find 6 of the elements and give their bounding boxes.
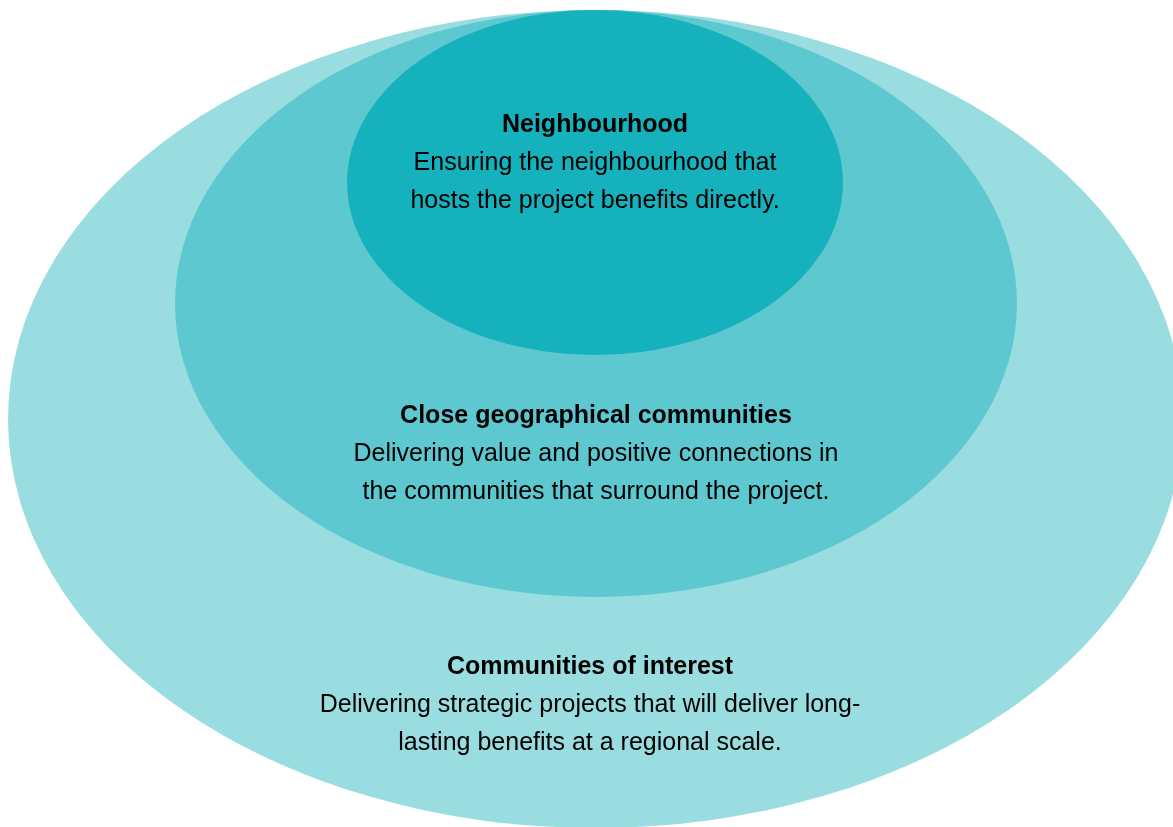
description: Delivering strategic projects that will deliver long-lasting benefits at a regional scale. [318,688,862,757]
description: Delivering value and positive connections in the communities that surround the project. [352,437,840,506]
heading: Close geographical communities [399,399,793,430]
heading: Communities of interest [445,650,735,681]
heading: Neighbourhood [500,108,690,139]
description: Ensuring the neighbourhood that hosts the project benefits directly. [409,146,781,215]
